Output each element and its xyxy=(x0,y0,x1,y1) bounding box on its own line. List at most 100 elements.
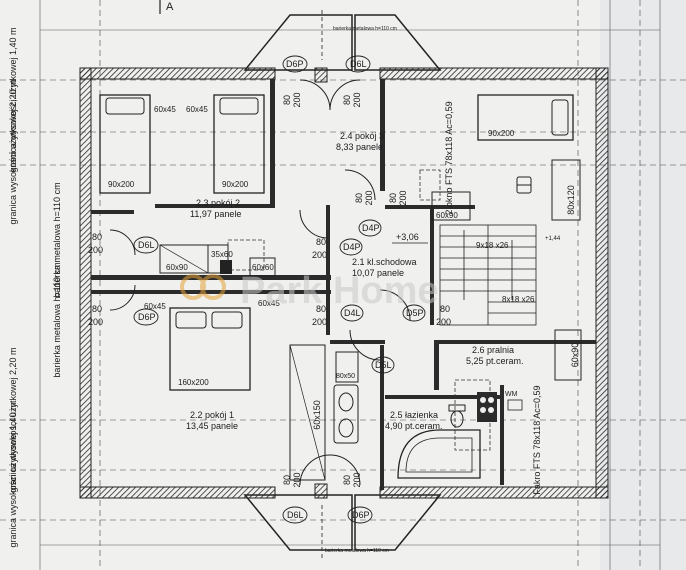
stairs-tag: +1,44 xyxy=(545,236,561,242)
watermark-logo-ring-2 xyxy=(200,274,226,300)
railing-left-1: barierka metalowa h=110 cm xyxy=(52,182,62,297)
opening-80-e: 80 xyxy=(440,304,450,314)
stairs-upper: 9x18 x26 xyxy=(476,241,509,250)
room-pokoj2-name: 2.3 pokój 2 xyxy=(196,198,240,208)
opening-80-h: 80 xyxy=(354,193,364,203)
opening-200-a: 200 xyxy=(88,245,103,255)
wm-knob-4 xyxy=(488,407,494,413)
nightstand-a: 60x45 xyxy=(154,105,176,114)
opening-200-e: 200 xyxy=(436,317,451,327)
wardrobe-d: 60x60 xyxy=(252,263,274,272)
room-pralnia-name: 2.6 pralnia xyxy=(472,345,514,355)
bed-b-size: 90x200 xyxy=(222,180,249,189)
washing-machine xyxy=(477,392,497,422)
railing-left-2: barierka metalowa h=110 cm xyxy=(52,262,62,377)
stairs-lower: 8x18 x26 xyxy=(502,295,535,304)
nightstand-d: 60x45 xyxy=(258,299,280,308)
opening-200-h: 200 xyxy=(364,190,374,205)
exterior-walls xyxy=(79,67,609,499)
level-mark: +3,06 xyxy=(396,232,419,242)
door-tags xyxy=(133,55,426,524)
bathtub-inner xyxy=(405,437,473,473)
wardrobe-b: 60x90 xyxy=(436,211,458,220)
door-d6p-left: D6P xyxy=(138,312,156,322)
opening-200-d: 200 xyxy=(312,317,327,327)
desk xyxy=(551,159,581,221)
door-d6p-top: D6P xyxy=(286,59,304,69)
paper-shadow xyxy=(600,0,686,570)
railing-top: barierka metalowa h=110 cm xyxy=(333,26,397,32)
staircase xyxy=(439,224,537,326)
bed-a-size: 90x200 xyxy=(108,180,135,189)
room-schodowa-area: 10,07 panele xyxy=(352,268,404,278)
pralnia-cab-size: 60x90 xyxy=(570,343,580,368)
room-pralnia-area: 5,25 pt.ceram. xyxy=(466,356,524,366)
wm-knob-1 xyxy=(480,397,486,403)
bathroom-sinks xyxy=(333,384,359,444)
door-d4l: D4L xyxy=(344,308,361,318)
wm-knob-2 xyxy=(488,397,494,403)
opening-80-b: 80 xyxy=(92,304,102,314)
opening-200-i: 200 xyxy=(398,190,408,205)
toilet xyxy=(448,404,466,428)
opening-200-g: 200 xyxy=(352,92,362,107)
desk-size: 80x120 xyxy=(566,185,576,215)
opening-200-k: 200 xyxy=(352,472,362,487)
opening-200-j: 200 xyxy=(292,472,302,487)
wardrobe-a: 60x90 xyxy=(166,263,188,272)
door-d4p: D4P xyxy=(343,242,361,252)
opening-80-d: 80 xyxy=(316,304,326,314)
opening-80-a: 80 xyxy=(92,232,102,242)
opening-80-k: 80 xyxy=(342,475,352,485)
chimney-block xyxy=(220,260,232,274)
margin-notes: granica wysokości użytkowej 1,40 m grani… xyxy=(8,27,62,547)
section-marker: A xyxy=(166,1,174,13)
wm-label: WM xyxy=(505,391,518,398)
nightstand-c: 60x45 xyxy=(144,302,166,311)
opening-80-i: 80 xyxy=(388,193,398,203)
bath-cab-size: 60x150 xyxy=(312,400,322,430)
room-lazienka-name: 2.5 łazienka xyxy=(390,410,438,420)
opening-80-c: 80 xyxy=(316,237,326,247)
margin-note-2: granica wysokości użytkowej 2,20 m xyxy=(8,79,18,224)
nightstand-b: 60x45 xyxy=(186,105,208,114)
wardrobe-c: 35x60 xyxy=(211,250,233,259)
wardrobe-diag xyxy=(159,244,209,274)
fakro-bottom: Fakro FTS 78x118 Ac=0,59 xyxy=(532,385,542,494)
pillows xyxy=(105,97,569,329)
room-lazienka-area: 4,90 pt.ceram. xyxy=(385,421,443,431)
door-d4p-b: D4P xyxy=(362,223,380,233)
door-d6l-left: D6L xyxy=(138,240,155,250)
opening-200-b: 200 xyxy=(88,317,103,327)
opening-80-f: 80 xyxy=(282,95,292,105)
door-d5p: D5P xyxy=(406,308,424,318)
margin-note-3: granica wysokości użytkowej 2,20 m xyxy=(8,347,18,492)
room-pokoj3-area: 8,33 panele xyxy=(336,142,383,152)
door-d6p-bottom: D6P xyxy=(352,510,370,520)
wm-knob-3 xyxy=(480,407,486,413)
door-d5l: D5L xyxy=(375,360,392,370)
room-labels: 2.3 pokój 2 11,97 panele 2.4 pokój 3 8,3… xyxy=(186,131,524,431)
opening-80-j: 80 xyxy=(282,475,292,485)
room-pokoj2-area: 11,97 panele xyxy=(190,209,241,219)
opening-200-c: 200 xyxy=(312,250,327,260)
watermark-text: Park Home xyxy=(240,270,439,312)
room-pokoj1-area: 13,45 panele xyxy=(186,421,238,431)
sink-size: 80x50 xyxy=(336,373,355,380)
opening-80-g: 80 xyxy=(342,95,352,105)
margin-note-1: granica wysokości użytkowej 1,40 m xyxy=(8,27,18,172)
beds xyxy=(99,94,574,391)
margin-note-4: granica wysokości użytkowej 1,40 m xyxy=(8,402,18,547)
bathtub xyxy=(397,429,481,479)
ws-box xyxy=(507,399,523,411)
opening-dims: 80 200 80 200 80 200 80 200 80 200 80 20… xyxy=(88,92,451,487)
room-pokoj1-name: 2.2 pokój 1 xyxy=(190,410,234,420)
chair xyxy=(516,176,532,194)
railing-bottom: barierka metalowa h=110 cm xyxy=(325,548,389,554)
room-schodowa-name: 2.1 kl.schodowa xyxy=(352,257,417,267)
door-d6l-bottom: D6L xyxy=(287,510,304,520)
wardrobes xyxy=(159,191,582,481)
